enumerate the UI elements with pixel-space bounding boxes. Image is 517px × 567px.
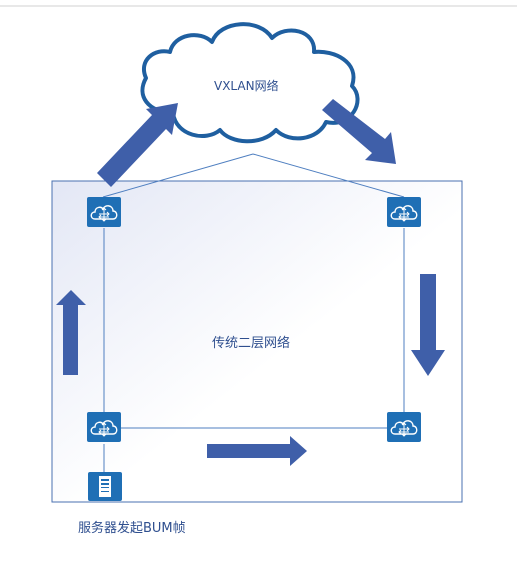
link-top-left-cloud (102, 153, 254, 198)
arrow-from-cloud (322, 99, 396, 164)
server-caption: 服务器发起BUM帧 (78, 521, 186, 536)
arrow-right-bottom (207, 436, 307, 466)
link-cloud-top-right (252, 153, 405, 198)
switch-icon (386, 411, 422, 443)
switch-icon (86, 196, 122, 228)
cloud-label: VXLAN网络 (214, 79, 279, 93)
arrow-up-left (56, 290, 86, 375)
switch-icon (86, 411, 122, 443)
l2-network-label: 传统二层网络 (212, 336, 291, 351)
vxlan-cloud-icon (140, 22, 360, 144)
server-icon (88, 472, 122, 501)
network-links (102, 153, 405, 472)
l2-network-box (51, 180, 463, 503)
arrow-to-cloud (97, 103, 178, 187)
arrow-down-right (411, 274, 445, 376)
flow-arrows (56, 99, 445, 466)
switch-icon (386, 196, 422, 228)
